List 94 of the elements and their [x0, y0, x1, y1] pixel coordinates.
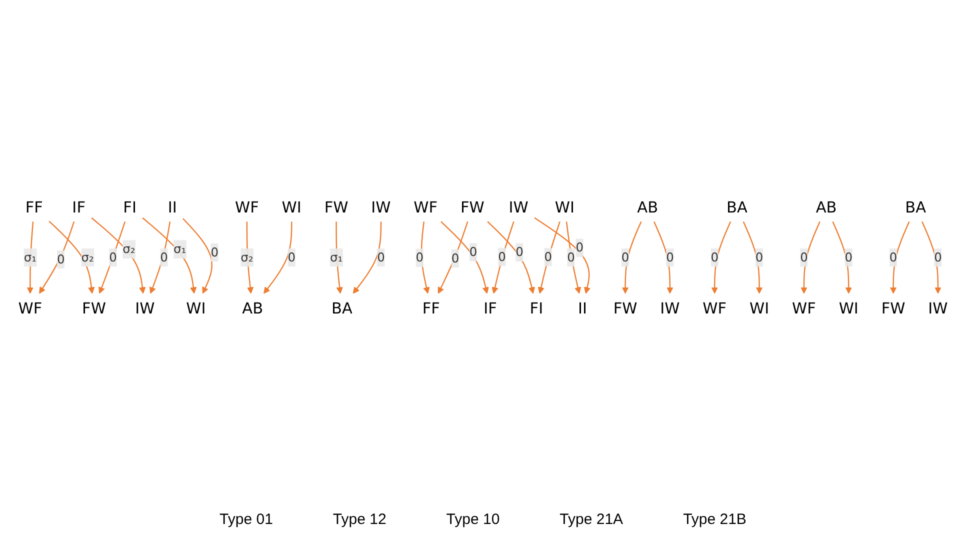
edge-label: 0 — [288, 250, 296, 264]
node-text: BA — [726, 198, 748, 216]
edge-label: 0 — [109, 250, 117, 264]
arrow — [538, 221, 560, 294]
node-text: FW — [613, 298, 638, 318]
panel-caption: Type 01 — [220, 511, 273, 528]
node-text: WI — [282, 198, 302, 216]
node-text: II — [168, 198, 177, 216]
arrow — [149, 222, 171, 294]
node-text: FW — [881, 298, 906, 318]
edge-label: 0 — [576, 240, 584, 255]
node-text: FW — [460, 198, 484, 216]
edge-label: 0 — [889, 250, 898, 264]
arrow — [832, 221, 852, 294]
edge-label: σ₂ — [81, 250, 94, 264]
edge-label: 0 — [567, 250, 575, 264]
panel-caption: Type 10 — [446, 511, 500, 528]
arrow — [246, 222, 254, 294]
node-text: WI — [838, 298, 858, 318]
node-text: II — [578, 298, 588, 318]
arrow — [26, 222, 34, 294]
node-text: BA — [905, 198, 926, 216]
node-text: FI — [123, 198, 136, 216]
arrow — [48, 220, 95, 294]
arrow — [654, 221, 674, 294]
arrow — [98, 221, 126, 294]
node-text: FI — [530, 298, 544, 318]
edge-label: 0 — [377, 250, 385, 264]
edge-label: 0 — [710, 250, 719, 264]
node-text: WF — [414, 198, 438, 216]
edge-label: 0 — [160, 250, 168, 264]
arrow — [800, 221, 820, 294]
edge-label: 0 — [755, 250, 764, 264]
node-text: WF — [18, 298, 42, 318]
node-text: WI — [186, 298, 206, 318]
node-text: FF — [25, 198, 43, 216]
arrow — [142, 217, 197, 294]
edge-label: σ₂ — [240, 250, 254, 264]
edge-label: 0 — [516, 244, 524, 260]
edge-label: 0 — [210, 244, 219, 260]
node-text: WF — [235, 198, 259, 216]
arrow — [352, 222, 382, 294]
edge-label: 0 — [498, 249, 506, 264]
arrow — [264, 222, 292, 294]
edge-label: σ₁ — [24, 250, 36, 264]
edge-label: σ₁ — [174, 242, 186, 256]
node-text: IW — [928, 298, 948, 318]
arrow — [890, 221, 910, 294]
node-text: IW — [660, 298, 680, 318]
node-text: AB — [816, 198, 837, 216]
edge-label: 0 — [451, 250, 460, 266]
node-text: WI — [749, 298, 770, 318]
edge-label: 0 — [800, 250, 808, 264]
edge-label: σ₁ — [330, 250, 343, 264]
node-text: AB — [242, 298, 264, 318]
arrow — [182, 218, 212, 294]
edge-label: 0 — [469, 244, 478, 260]
edge-label: 0 — [544, 249, 552, 264]
node-text: IF — [484, 298, 497, 318]
edge-label: 0 — [416, 250, 424, 265]
arrow — [566, 222, 582, 294]
node-text: IW — [371, 198, 391, 216]
arrow — [622, 221, 642, 294]
node-text: IW — [508, 198, 528, 216]
edge-label: σ₂ — [122, 242, 136, 256]
panel-caption: Type 21A — [560, 511, 624, 528]
node-text: FW — [324, 198, 348, 216]
arrow — [534, 217, 591, 294]
edge-label: 0 — [934, 250, 942, 264]
arrow — [336, 222, 343, 294]
node-text: BA — [331, 298, 352, 318]
node-text: FF — [422, 298, 440, 318]
arrow — [91, 217, 146, 294]
panel-caption: Type 12 — [332, 511, 386, 528]
node-text: WF — [702, 298, 727, 318]
edge-label: 0 — [666, 250, 674, 264]
node-text: WI — [554, 198, 574, 216]
node-text: AB — [637, 198, 658, 216]
arrow — [438, 221, 468, 294]
edge-label: 0 — [621, 250, 630, 264]
arrow — [487, 221, 536, 294]
arrow — [742, 221, 763, 294]
arrow — [922, 221, 942, 294]
node-text: WF — [792, 298, 816, 318]
arrow — [39, 221, 75, 294]
arrow — [440, 221, 489, 294]
node-text: IW — [135, 298, 155, 318]
node-text: FW — [82, 298, 106, 318]
arrow — [492, 221, 514, 294]
node-text: IF — [72, 198, 86, 216]
edge-label: 0 — [844, 250, 853, 264]
panel-caption: Type 21B — [683, 511, 746, 528]
arrow — [711, 221, 732, 294]
edge-label: 0 — [56, 252, 65, 266]
